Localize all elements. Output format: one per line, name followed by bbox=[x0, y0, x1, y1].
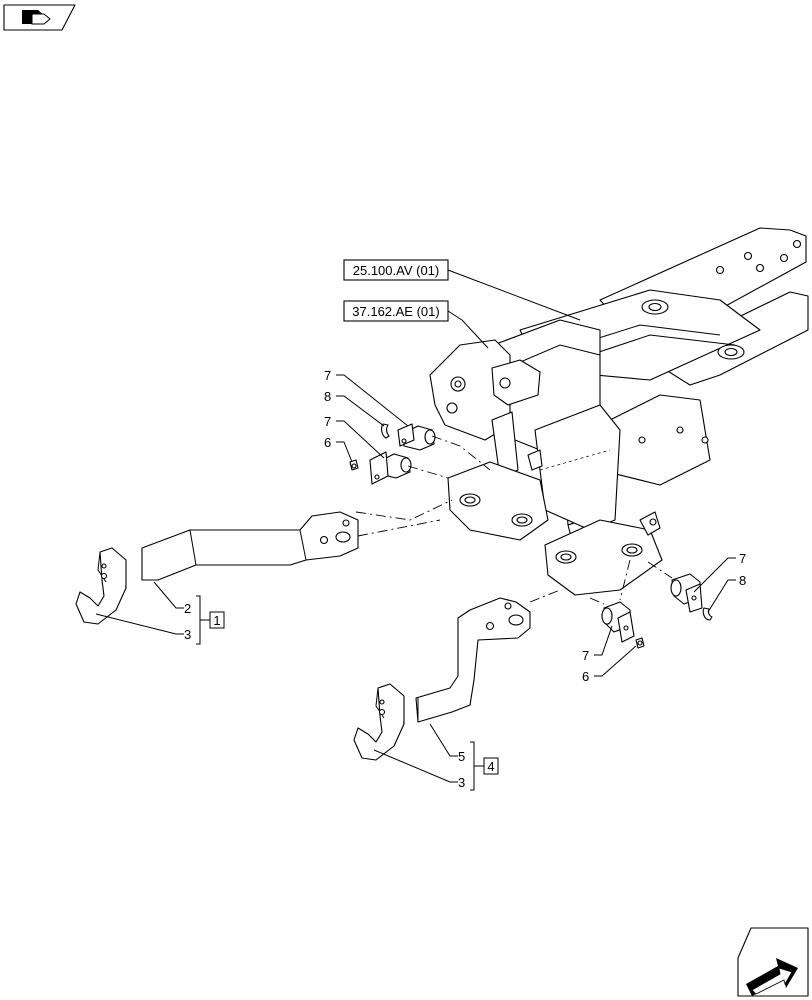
leader-lines bbox=[95, 269, 736, 791]
callout-upper-hook-3: 3 bbox=[184, 627, 191, 642]
callout-right-bolt-6: 6 bbox=[582, 669, 589, 684]
right-pin-group bbox=[601, 573, 713, 649]
callout-right-pin-7a: 7 bbox=[739, 551, 746, 566]
callout-upper-arm-2: 2 bbox=[184, 601, 191, 616]
callout-left-pin-7b: 7 bbox=[324, 414, 331, 429]
tractor-front-frame bbox=[429, 227, 809, 596]
callout-left-clip-8: 8 bbox=[324, 389, 331, 404]
assembly-number-4: 4 bbox=[487, 759, 494, 774]
reference-box-37-162-ae[interactable]: 37.162.AE (01) bbox=[343, 300, 449, 322]
lower-hook bbox=[353, 683, 405, 761]
assembly-number-1: 1 bbox=[213, 613, 220, 628]
callout-lower-hook-3: 3 bbox=[458, 775, 465, 790]
nav-prev-icon[interactable] bbox=[3, 4, 76, 31]
reference-label-2: 37.162.AE (01) bbox=[352, 304, 439, 319]
assembly-box-1[interactable]: 1 bbox=[209, 611, 225, 629]
nav-next-icon[interactable] bbox=[737, 927, 809, 997]
callout-lower-arm-5: 5 bbox=[458, 749, 465, 764]
callout-right-pin-7b: 7 bbox=[582, 648, 589, 663]
callout-right-clip-8: 8 bbox=[739, 573, 746, 588]
upper-hook-arm bbox=[141, 511, 359, 581]
callout-left-bolt-6: 6 bbox=[324, 435, 331, 450]
lower-hook-arm bbox=[415, 597, 531, 723]
reference-box-25-100-av[interactable]: 25.100.AV (01) bbox=[343, 259, 449, 281]
upper-hook bbox=[75, 547, 127, 625]
reference-label-1: 25.100.AV (01) bbox=[353, 263, 439, 278]
callout-numbers: 7 8 7 6 7 8 7 6 2 3 5 3 bbox=[184, 368, 746, 790]
assembly-box-4[interactable]: 4 bbox=[483, 757, 499, 775]
left-pin-group bbox=[349, 423, 436, 485]
centre-lines bbox=[355, 435, 673, 605]
callout-left-pin-7a: 7 bbox=[324, 368, 331, 383]
